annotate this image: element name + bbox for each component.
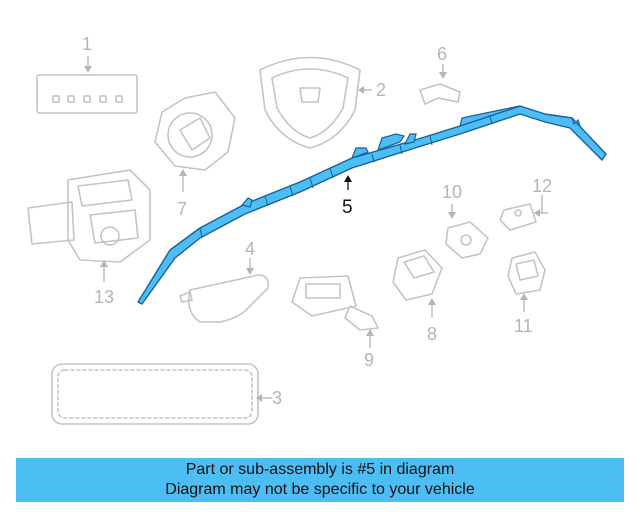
- part-7-clockspring: 7: [154, 91, 236, 219]
- callout-8: 8: [427, 324, 437, 344]
- callout-1: 1: [82, 34, 92, 54]
- banner-line-1: Part or sub-assembly is #5 in diagram: [185, 461, 455, 478]
- part-12-sensor: 12: [499, 176, 552, 231]
- callout-13: 13: [94, 287, 114, 307]
- part-3-passenger-panel: 3: [51, 363, 282, 425]
- callout-12: 12: [532, 176, 552, 196]
- part-13-module: 13: [27, 169, 151, 307]
- callout-3: 3: [272, 388, 282, 408]
- part-1-connector: 1: [36, 34, 138, 114]
- part-9-sensor: 9: [291, 275, 379, 370]
- callout-11: 11: [514, 316, 533, 336]
- callout-9: 9: [364, 350, 374, 370]
- callout-7: 7: [177, 199, 187, 219]
- callout-4: 4: [245, 239, 255, 259]
- part-2-steering-airbag: 2: [259, 56, 386, 149]
- part-11-sensor: 11: [507, 251, 546, 336]
- callout-6: 6: [437, 44, 447, 64]
- callout-5: 5: [342, 197, 353, 218]
- part-5-callout-group: 5: [342, 175, 353, 218]
- part-5-curtain-airbag: [137, 105, 607, 305]
- parts-diagram: 1 2 6 7 13: [27, 34, 607, 425]
- callout-10: 10: [442, 182, 462, 202]
- part-8-sensor: 8: [392, 249, 443, 344]
- info-banner: Part or sub-assembly is #5 in diagram Di…: [16, 458, 624, 502]
- part-10-sensor: 10: [442, 182, 489, 259]
- banner-line-2: Diagram may not be specific to your vehi…: [165, 481, 475, 498]
- callout-2: 2: [376, 80, 386, 100]
- part-4-knee-airbag: 4: [179, 239, 270, 323]
- part-6-bracket: 6: [419, 44, 461, 105]
